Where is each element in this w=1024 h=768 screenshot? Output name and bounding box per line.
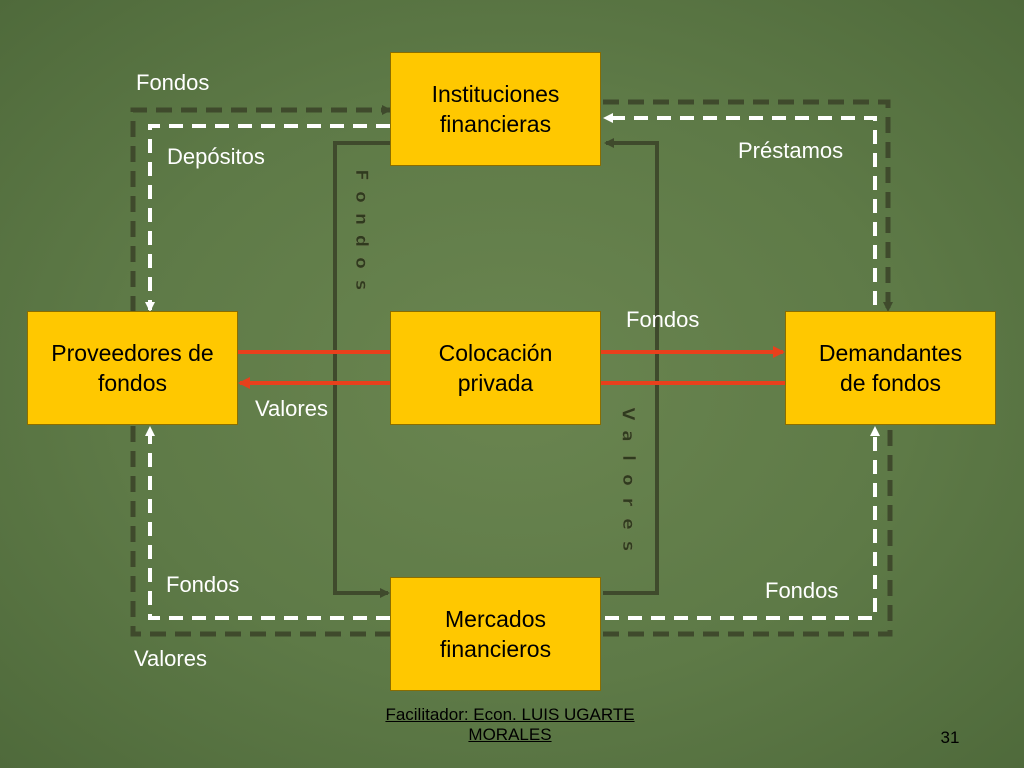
footer-facilitator: Facilitador: Econ. LUIS UGARTE MORALES: [355, 705, 665, 745]
footer-line-2: MORALES: [468, 725, 552, 744]
vertical-letter: o: [351, 191, 372, 203]
solid-valores-path: [603, 138, 659, 595]
label-fondos-bottom-left: Fondos: [166, 572, 240, 597]
vertical-letter: a: [617, 430, 639, 442]
vertical-letter: d: [350, 234, 372, 248]
colocacion-line-2: privada: [457, 370, 534, 396]
demandantes-de-fondos-box: Demandantes de fondos: [785, 311, 996, 425]
white-dashed-bottom-left-path: [145, 426, 390, 620]
label-fondos-bottom-right: Fondos: [765, 578, 839, 603]
mercados-financieros-box: Mercados financieros: [390, 577, 601, 691]
white-dashed-bottom-right-path: [605, 426, 880, 620]
vertical-letter: o: [618, 474, 639, 486]
vertical-letter: n: [350, 212, 372, 226]
demandantes-line-2: de fondos: [839, 370, 941, 396]
vertical-letter: s: [351, 279, 372, 291]
dark-dashed-bottom-left-path: [130, 426, 390, 637]
proveedores-de-fondos-box: Proveedores de fondos: [27, 311, 238, 425]
instituciones-financieras-box: Instituciones financieras: [390, 52, 601, 166]
instituciones-line-2: financieras: [439, 111, 552, 137]
colocacion-line-1: Colocación: [438, 340, 553, 366]
proveedores-line-2: fondos: [97, 370, 168, 396]
proveedores-line-1: Proveedores de: [51, 340, 214, 366]
white-dashed-depositos-path: [145, 124, 390, 312]
footer-line-1: Facilitador: Econ. LUIS UGARTE: [385, 705, 635, 724]
vertical-letter: e: [618, 518, 639, 530]
label-fondos-top-left: Fondos: [136, 70, 210, 95]
vertical-letter: l: [617, 455, 639, 461]
solid-fondos-path: [333, 141, 390, 598]
vertical-letter: r: [617, 497, 639, 507]
vertical-letter: o: [351, 257, 372, 269]
label-valores-mid-left: Valores: [255, 396, 328, 421]
dark-dashed-bottom-right-path: [603, 426, 893, 637]
vertical-letter: F: [351, 169, 372, 181]
label-prestamos: Préstamos: [738, 138, 844, 163]
mercados-line-1: Mercados: [445, 606, 546, 632]
label-fondos-mid-right: Fondos: [626, 307, 700, 332]
dark-dashed-top-right-path: [603, 99, 893, 312]
vertical-letter: s: [618, 540, 639, 552]
instituciones-line-1: Instituciones: [431, 81, 560, 107]
label-depositos: Depósitos: [167, 144, 265, 169]
white-dashed-prestamos-path: [603, 113, 877, 305]
demandantes-line-1: Demandantes: [818, 340, 963, 366]
vertical-letter: V: [617, 407, 639, 421]
label-valores-bottom-left: Valores: [134, 646, 207, 671]
colocacion-privada-box: Colocación privada: [390, 311, 601, 425]
dark-dashed-top-left-path: [130, 105, 392, 312]
mercados-line-2: financieros: [439, 636, 552, 662]
page-number: 31: [940, 728, 960, 747]
